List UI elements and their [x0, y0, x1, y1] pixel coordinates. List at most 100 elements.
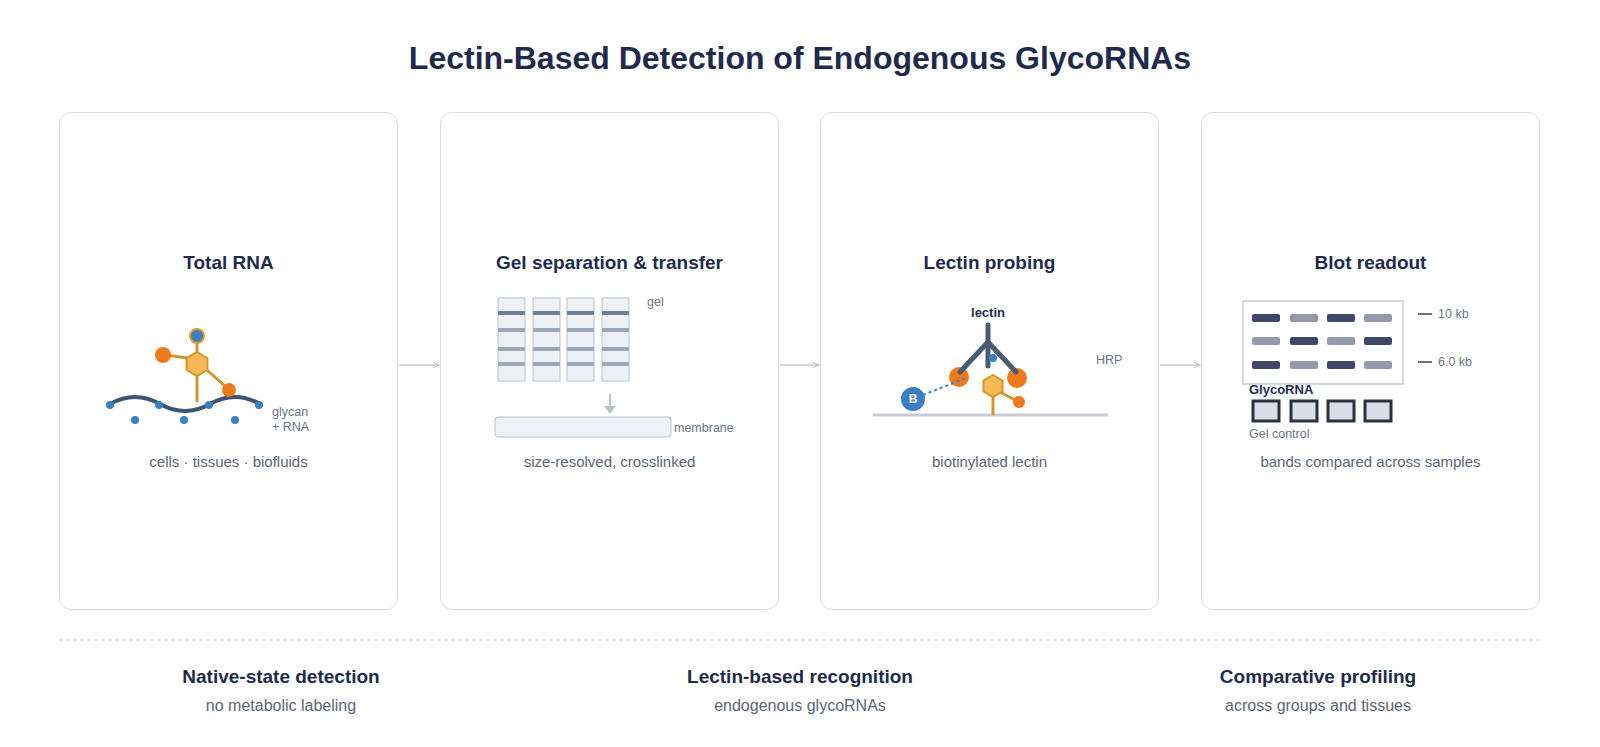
biotin-link	[923, 378, 966, 395]
illustration-part	[498, 311, 525, 315]
glycan-bond	[196, 340, 199, 352]
blot-bands-dark	[1252, 314, 1392, 369]
lectin-arm	[960, 342, 988, 372]
step-heading: Total RNA	[60, 252, 397, 274]
step-caption: cells · tissues · biofluids	[60, 453, 397, 470]
blot-label: Gel control	[1249, 427, 1309, 441]
blot-label: GlycoRNA	[1249, 382, 1313, 397]
illustration-part	[1327, 361, 1355, 369]
feature-note: across groups and tissues	[1225, 697, 1411, 715]
illustration-part	[1290, 337, 1318, 345]
size-tick	[1418, 361, 1432, 363]
glycan-stem	[196, 376, 199, 402]
gel-lane	[498, 298, 525, 381]
rna-strand	[110, 397, 260, 411]
nucleotide-dot	[106, 401, 114, 409]
gel-lane	[533, 298, 560, 381]
feature-heading: Lectin-based recognition	[687, 666, 913, 688]
illustration-part	[567, 347, 594, 351]
sialic-acid	[190, 329, 204, 343]
membrane-line	[873, 414, 1108, 417]
size-tick	[1418, 313, 1432, 315]
illustration-part	[498, 328, 525, 332]
nucleotide-dot	[255, 401, 263, 409]
gel-control-wells	[1253, 401, 1391, 421]
illustration-part	[1252, 314, 1280, 322]
lectin-icon	[873, 325, 1108, 415]
biotin-badge	[901, 387, 925, 411]
process-panel: Blot readout bands compared across sample…	[1201, 112, 1540, 610]
glycan-bond	[1000, 392, 1017, 401]
illustration-part	[1364, 361, 1392, 369]
glycan-bond	[207, 370, 226, 387]
flow-arrow	[1160, 364, 1200, 366]
binding-site	[989, 354, 997, 362]
blot-frame	[1243, 301, 1403, 384]
illustration-part	[602, 328, 629, 332]
lectin-stem	[986, 325, 991, 366]
process-panel: Total RNA cells · tissues · biofluids	[59, 112, 398, 610]
flow-arrow	[399, 364, 439, 366]
illustration-part	[1290, 314, 1318, 322]
illustration-part	[1252, 361, 1280, 369]
flow-arrow	[780, 364, 819, 366]
illustration-part	[1365, 401, 1391, 421]
lectin-arm	[988, 342, 1016, 372]
step-caption: bands compared across samples	[1202, 453, 1539, 470]
nucleotide-dot	[131, 416, 139, 424]
sugar-residue	[222, 383, 236, 397]
gel-bands	[498, 311, 629, 315]
feature-note: no metabolic labeling	[206, 697, 356, 715]
glycan-bond	[166, 355, 187, 358]
step-heading: Blot readout	[1202, 252, 1539, 274]
diagram-title: Lectin-Based Detection of Endogenous Gly…	[0, 40, 1600, 77]
blot-bands-light	[1252, 314, 1392, 369]
illustration-part	[533, 328, 560, 332]
blot-icon	[1243, 301, 1432, 421]
illustration-label: lectin	[971, 305, 1005, 320]
step-heading: Gel separation & transfer	[441, 252, 778, 274]
illustration-part	[533, 362, 560, 366]
illustration-part	[533, 311, 560, 315]
illustration-part	[533, 347, 560, 351]
sugar-residue	[949, 367, 969, 387]
illustration-part	[498, 347, 525, 351]
illustration-label: gel	[647, 295, 664, 309]
transfer-arrow	[609, 394, 611, 409]
illustration-part	[498, 362, 525, 366]
nucleotide-dot	[231, 416, 239, 424]
illustration-part	[1290, 361, 1318, 369]
sugar-residue	[1013, 396, 1025, 408]
illustration-part	[602, 362, 629, 366]
feature-heading: Native-state detection	[182, 666, 379, 688]
gel-icon	[495, 298, 671, 437]
sugar-hexagon	[984, 375, 1003, 397]
glycan-stem	[992, 397, 995, 415]
glycorna-icon	[106, 329, 263, 424]
transfer-arrowhead	[604, 406, 616, 414]
illustration-part	[1252, 337, 1280, 345]
nucleotide-dot	[180, 416, 188, 424]
illustration-part	[567, 362, 594, 366]
membrane-strip	[495, 417, 671, 437]
biotin-letter: B	[909, 392, 918, 406]
feature-note: endogenous glycoRNAs	[714, 697, 886, 715]
illustration-label: HRP	[1096, 353, 1122, 367]
sugar-residue	[1007, 368, 1027, 388]
sugar-hexagon	[187, 352, 208, 376]
sugar-residue	[155, 347, 171, 363]
illustration-part	[1364, 314, 1392, 322]
feature-heading: Comparative profiling	[1220, 666, 1416, 688]
step-caption: size-resolved, crosslinked	[441, 453, 778, 470]
illustration-part	[567, 328, 594, 332]
illustration-part	[1364, 337, 1392, 345]
process-panel: Gel separation & transfer size-resolved, …	[440, 112, 779, 610]
illustration-part	[567, 311, 594, 315]
illustration-label: membrane	[674, 421, 734, 435]
size-marker: 10 kb	[1438, 307, 1469, 321]
size-marker: 6.0 kb	[1438, 355, 1472, 369]
illustration-part	[1291, 401, 1317, 421]
illustration-part	[1328, 401, 1354, 421]
gel-lane	[567, 298, 594, 381]
